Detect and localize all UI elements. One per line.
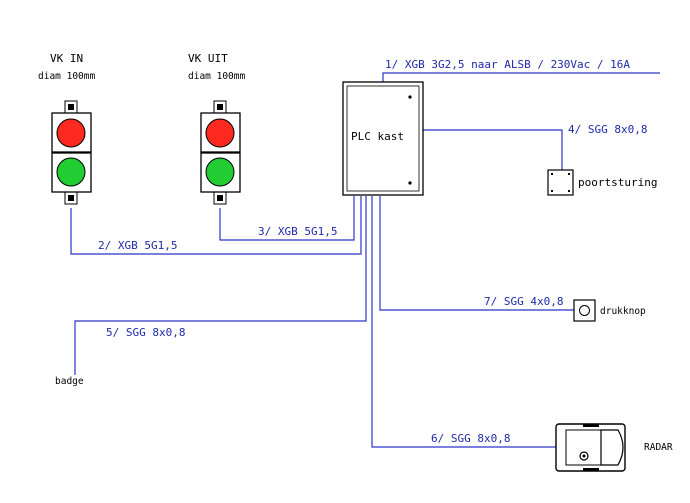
traffic-light-vk-in xyxy=(51,100,92,205)
wire-7 xyxy=(379,196,574,311)
wires xyxy=(70,72,660,448)
plc-cabinet xyxy=(342,81,424,196)
wire-4 xyxy=(423,129,563,170)
light-red-housing xyxy=(200,112,241,153)
plc-outer xyxy=(342,81,424,196)
green-lamp xyxy=(205,157,235,187)
cable-4-label: 4/ SGG 8x0,8 xyxy=(568,123,647,136)
radar-sensor-dot xyxy=(582,454,586,458)
cable-5-label: 5/ SGG 8x0,8 xyxy=(106,326,185,339)
red-lamp xyxy=(205,118,235,148)
light-bottom-bracket xyxy=(213,191,227,205)
light-bottom-mount xyxy=(217,195,223,201)
light-top-mount xyxy=(68,104,74,110)
box-dot xyxy=(568,190,570,192)
poortsturing-box xyxy=(547,169,574,196)
poortsturing-device xyxy=(547,169,574,196)
plc-screw-bottom xyxy=(408,181,412,185)
vk-in-diam: diam 100mm xyxy=(38,71,95,82)
red-lamp xyxy=(56,118,86,148)
radar-lens xyxy=(600,429,624,466)
box-dot xyxy=(551,173,553,175)
cable-7-label: 7/ SGG 4x0,8 xyxy=(484,295,563,308)
drukknop-device xyxy=(573,299,596,322)
cable-2-label: 2/ XGB 5G1,5 xyxy=(98,239,177,252)
wire-2 xyxy=(70,196,362,255)
light-bottom-bracket xyxy=(64,191,78,205)
vk-uit-diam: diam 100mm xyxy=(188,71,245,82)
box-dot xyxy=(551,190,553,192)
plc-label: PLC kast xyxy=(351,130,404,143)
radar-mount xyxy=(583,424,599,427)
wire-6 xyxy=(371,196,556,448)
green-lamp xyxy=(56,157,86,187)
radar-mount xyxy=(583,468,599,471)
cable-1-label: 1/ XGB 3G2,5 naar ALSB / 230Vac / 16A xyxy=(385,58,630,71)
labels: VK IN diam 100mm VK UIT diam 100mm PLC k… xyxy=(38,52,673,453)
drukknop-box xyxy=(573,299,596,322)
drukknop-label: drukknop xyxy=(600,306,646,317)
radar-label: RADAR xyxy=(644,442,673,453)
cable-6-label: 6/ SGG 8x0,8 xyxy=(431,432,510,445)
box-dot xyxy=(568,173,570,175)
light-bottom-mount xyxy=(68,195,74,201)
wire-5 xyxy=(74,196,367,375)
light-top-mount xyxy=(217,104,223,110)
wire-3 xyxy=(219,196,355,241)
vk-in-title: VK IN xyxy=(50,52,83,65)
radar-sensor-icon xyxy=(579,451,589,461)
traffic-light-vk-uit xyxy=(200,100,241,205)
plc-screw-top xyxy=(408,95,412,99)
cable-3-label: 3/ XGB 5G1,5 xyxy=(258,225,337,238)
vk-uit-title: VK UIT xyxy=(188,52,228,65)
poortsturing-label: poortsturing xyxy=(578,176,657,189)
radar-device xyxy=(555,423,626,472)
plc-inner xyxy=(346,85,420,192)
light-red-housing xyxy=(51,112,92,153)
wire-1 xyxy=(382,72,660,82)
badge-label: badge xyxy=(55,376,84,387)
drukknop-button-icon xyxy=(579,305,590,316)
